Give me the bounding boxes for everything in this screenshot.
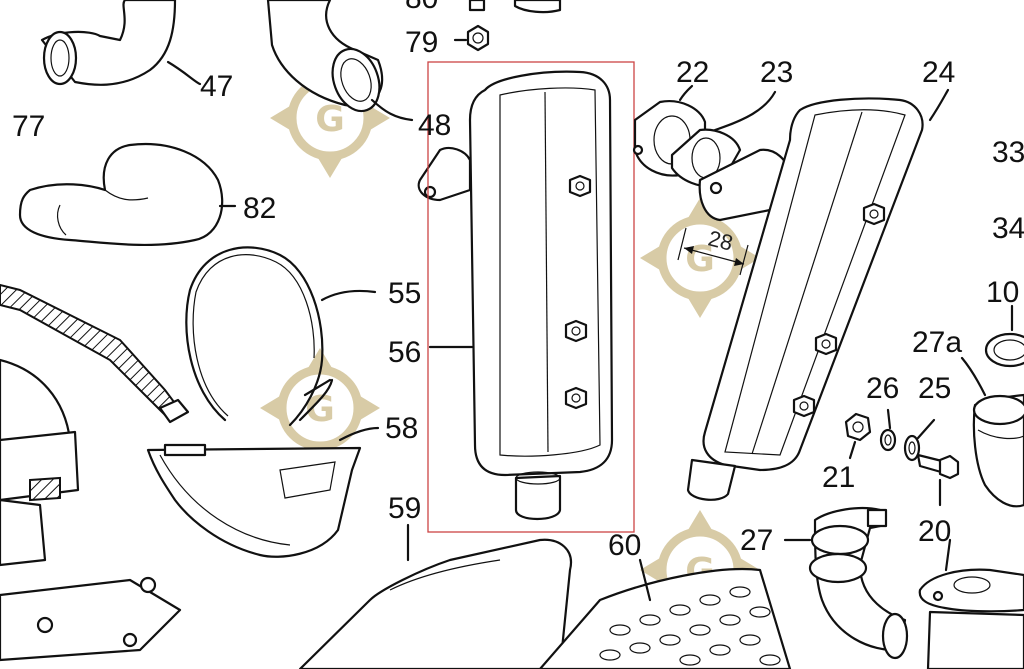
label-22: 22 bbox=[676, 56, 709, 89]
label-58: 58 bbox=[385, 412, 418, 445]
muffler-part-24 bbox=[686, 88, 950, 501]
label-24: 24 bbox=[922, 56, 955, 89]
label-33: 33 bbox=[992, 136, 1024, 169]
label-80: 80 bbox=[405, 0, 438, 15]
muffler-bolt-2 bbox=[564, 319, 588, 343]
part-labels: 80 79 47 77 48 82 55 56 58 59 60 22 23 2… bbox=[12, 0, 1024, 562]
label-48: 48 bbox=[418, 109, 451, 142]
muffler-part-56 bbox=[417, 70, 614, 520]
muffler-part-59 bbox=[298, 523, 573, 669]
muffler-bolt-3 bbox=[564, 386, 588, 410]
ring-part-10 bbox=[984, 304, 1024, 368]
nut-part-79 bbox=[453, 24, 490, 52]
label-79: 79 bbox=[405, 26, 438, 59]
heat-shield-part-58 bbox=[146, 426, 380, 558]
nut-part-21 bbox=[844, 412, 872, 460]
hose-part-82 bbox=[18, 143, 237, 246]
label-59: 59 bbox=[388, 492, 421, 525]
label-23: 23 bbox=[760, 56, 793, 89]
label-26: 26 bbox=[866, 372, 899, 405]
bolt-part-20 bbox=[916, 453, 960, 507]
band-left bbox=[0, 283, 190, 424]
label-47: 47 bbox=[200, 70, 233, 103]
pipe-part-48 bbox=[266, 0, 414, 122]
bracket-top bbox=[513, 0, 562, 14]
elbow-clamp-part-27 bbox=[783, 506, 909, 660]
washer-part-25 bbox=[903, 418, 936, 462]
elbow-part-27a bbox=[960, 356, 1024, 508]
label-21: 21 bbox=[822, 461, 855, 494]
dimension-indicator-28 bbox=[677, 227, 749, 276]
label-27: 27 bbox=[740, 524, 773, 557]
label-82: 82 bbox=[243, 192, 276, 225]
label-27a: 27a bbox=[912, 326, 962, 359]
bolt-part-80 bbox=[468, 0, 486, 12]
muffler24-bolt-2 bbox=[814, 332, 838, 356]
flange-bottom-right bbox=[918, 538, 1024, 669]
selection-highlight-box bbox=[427, 61, 635, 533]
muffler-bolt-1 bbox=[568, 174, 592, 198]
label-56: 56 bbox=[388, 336, 421, 369]
mounting-plate bbox=[0, 576, 182, 662]
left-housing bbox=[0, 358, 80, 567]
label-20: 20 bbox=[918, 515, 951, 548]
label-55: 55 bbox=[388, 277, 421, 310]
muffler24-bolt-3 bbox=[792, 394, 816, 418]
hose-part-47 bbox=[40, 0, 202, 86]
washer-part-26 bbox=[879, 408, 897, 452]
guard-part-60 bbox=[538, 558, 792, 669]
label-34: 34 bbox=[992, 212, 1024, 245]
dimension-label-28: 28 bbox=[706, 226, 736, 256]
label-25: 25 bbox=[918, 372, 951, 405]
label-10: 10 bbox=[986, 276, 1019, 309]
label-77: 77 bbox=[12, 110, 45, 143]
muffler24-bolt-1 bbox=[862, 202, 886, 226]
label-60: 60 bbox=[608, 529, 641, 562]
clamp-strap-part-55 bbox=[185, 246, 377, 427]
